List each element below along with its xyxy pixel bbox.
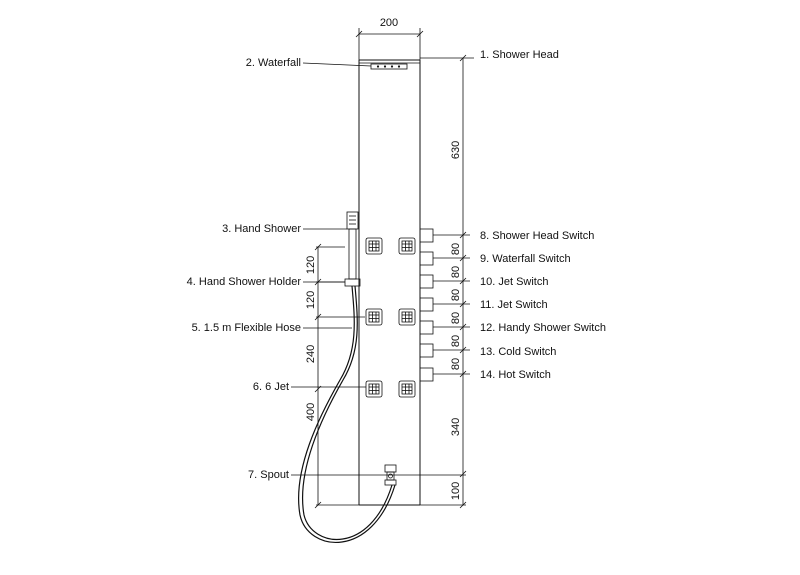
label-hot-switch: 14. Hot Switch — [480, 369, 551, 381]
left-callouts: 2. Waterfall 3. Hand Shower 4. Hand Show… — [187, 57, 466, 481]
label-spout: 7. Spout — [248, 469, 289, 481]
control-switches — [419, 228, 470, 382]
dim-right-100: 100 — [450, 482, 462, 500]
label-hand-shower: 3. Hand Shower — [222, 223, 301, 235]
label-handy-shower-switch: 12. Handy Shower Switch — [480, 322, 606, 334]
jet-icon — [398, 380, 416, 398]
label-shower-head: 1. Shower Head — [480, 49, 559, 61]
switch-icon — [419, 320, 470, 335]
jet-icon — [398, 308, 416, 326]
label-waterfall-switch: 9. Waterfall Switch — [480, 253, 571, 265]
waterfall-outlet — [359, 62, 420, 70]
dim-right-340: 340 — [450, 418, 462, 436]
switch-icon — [419, 274, 470, 289]
label-cold-switch: 13. Cold Switch — [480, 346, 556, 358]
left-dimension-chain: 120 120 240 400 — [305, 243, 365, 509]
dim-right-80-b: 80 — [450, 266, 462, 278]
dimension-top-width-label: 200 — [380, 17, 398, 29]
dim-right-80-e: 80 — [450, 335, 462, 347]
hand-shower-assembly — [298, 211, 396, 543]
switch-icon — [419, 343, 470, 358]
dim-right-80-d: 80 — [450, 312, 462, 324]
switch-icon — [419, 297, 470, 312]
label-jet-switch-b: 11. Jet Switch — [480, 299, 548, 311]
jet-icon — [365, 237, 383, 255]
dim-right-80-a: 80 — [450, 243, 462, 255]
right-dimension-chain: 630 80 80 80 80 80 80 340 100 — [420, 54, 467, 509]
label-six-jet: 6. 6 Jet — [253, 381, 289, 393]
label-waterfall: 2. Waterfall — [246, 57, 301, 69]
spout — [384, 464, 397, 486]
jet-icon — [398, 237, 416, 255]
dim-right-80-c: 80 — [450, 289, 462, 301]
dim-left-120-b: 120 — [305, 291, 317, 309]
dim-left-120-a: 120 — [305, 256, 317, 274]
dim-right-80-f: 80 — [450, 358, 462, 370]
label-jet-switch-a: 10. Jet Switch — [480, 276, 548, 288]
dim-left-240: 240 — [305, 345, 317, 363]
label-hand-shower-holder: 4. Hand Shower Holder — [187, 276, 302, 288]
panel-body — [358, 59, 421, 506]
right-callouts: 1. Shower Head 8. Shower Head Switch 9. … — [420, 49, 606, 381]
dim-right-630: 630 — [450, 141, 462, 159]
jet-icon — [365, 380, 383, 398]
dim-left-400: 400 — [305, 403, 317, 421]
switch-icon — [419, 367, 470, 382]
label-shower-head-switch: 8. Shower Head Switch — [480, 230, 594, 242]
switch-icon — [419, 251, 470, 266]
body-jets — [365, 237, 416, 398]
jet-icon — [365, 308, 383, 326]
switch-icon — [419, 228, 470, 243]
label-flexible-hose: 5. 1.5 m Flexible Hose — [192, 322, 301, 334]
dimension-top-width: 200 — [355, 17, 424, 60]
